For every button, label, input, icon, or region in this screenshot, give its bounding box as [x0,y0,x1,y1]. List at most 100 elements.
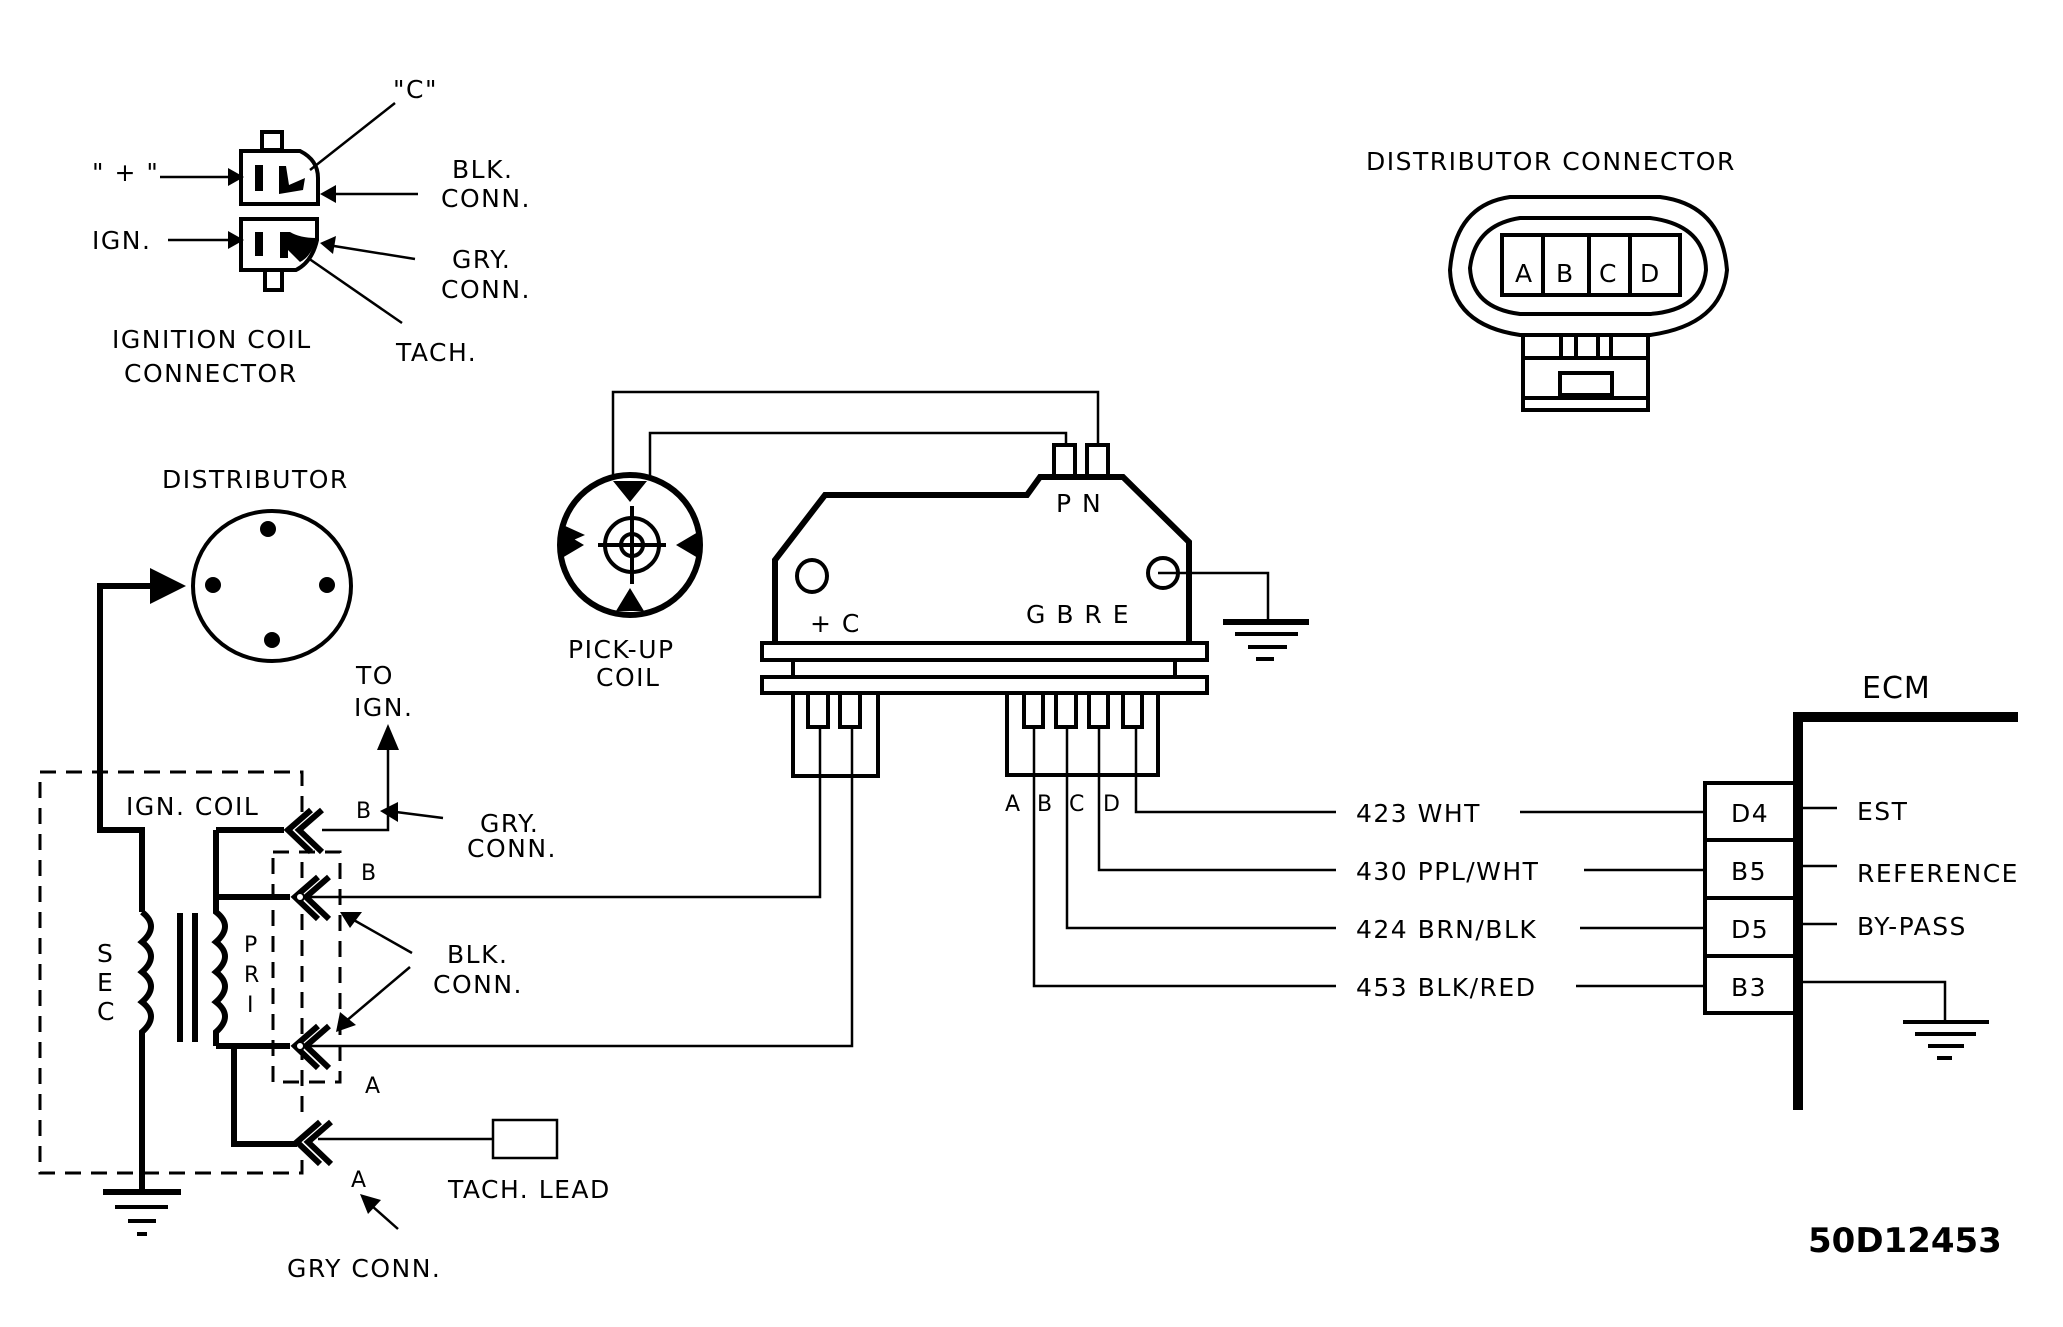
ignition-module: P N + C G B R E A B C D [760,443,1309,817]
arrow-head [150,568,186,604]
pri-letter-p: P [244,933,257,958]
gry-conn-upper-2: CONN. [467,834,557,863]
tach-lead-terminal [491,1118,559,1160]
distributor-connector: DISTRIBUTOR CONNECTOR A B C D [1366,147,1736,412]
arrow-head [320,236,336,254]
terminal-b-lower-label: B [361,861,376,886]
pin-d: D [1640,259,1661,288]
pin-b: B [1556,259,1575,288]
gry-conn-upper-1: GRY. [480,809,539,838]
module-flange [760,675,1209,695]
pin-cavity-frame [1500,233,1682,297]
ecm-pin-label: B5 [1731,857,1767,886]
pickup-coil: PICK-UP COIL [557,390,1100,692]
blk-connector-outline [271,850,342,1084]
ecm-function-reference: REFERENCE [1857,859,2019,888]
gry-conn-lower: GRY CONN. [287,1254,441,1283]
circuit-row: 423 WHT 430 PPL/WHT 424 BRN/BLK 453 BLK/… [1356,799,1539,1002]
module-pin-b: B [1037,792,1052,817]
label-gry-conn-2: CONN. [441,275,531,304]
terminal-chevron [290,874,332,922]
module-pin-d: D [1103,792,1120,817]
ground-symbol [1903,1020,1989,1060]
terminal-dot [260,521,276,537]
module-connector-right [1005,691,1160,777]
connector-inner-shell [1467,216,1709,316]
module-plus-c-label: + C [810,609,861,638]
sec-letter-e: E [97,968,114,997]
arrow-head [340,912,362,928]
terminal-ign [255,232,263,256]
mounting-hole [795,558,829,594]
wire-label: 430 PPL/WHT [1356,857,1539,886]
secondary-winding [137,909,154,1190]
blk-conn-2: CONN. [433,970,523,999]
figure-id: 50D12453 [1808,1221,2002,1261]
arrow-head [320,185,336,203]
ecm-pin-b3 [1703,954,1800,1015]
terminal-chevron [283,807,325,855]
ignition-coil-connector: "C" " + " IGN. BLK. CONN. GRY. CONN. TAC… [92,75,531,388]
terminal-chevron [292,1119,334,1167]
label-gry-conn-1: GRY. [452,245,511,274]
pin-c: C [1599,259,1618,288]
pin-p [1052,443,1077,479]
label-ign: IGN. [354,693,413,722]
ecm-pin-label: B3 [1731,973,1767,1002]
pin-a: A [1515,259,1534,288]
ecm-title: ECM [1862,671,1931,706]
arrow-head [377,724,399,750]
pole-tooth [616,588,644,611]
wire-label: 453 BLK/RED [1356,973,1536,1002]
terminal-dot [319,577,335,593]
arrow-head [336,1012,356,1032]
pickup-coil-label-1: PICK-UP [568,635,675,664]
blk-conn-1: BLK. [447,940,508,969]
terminal-tach [280,232,316,262]
distributor-cap [191,509,353,663]
pin-cavities: A B C D [1515,237,1661,293]
ecm-function-est: EST [1857,797,1908,826]
ground-symbol [103,1189,181,1236]
sec-letter-s: S [97,939,114,968]
pin-n [1085,443,1110,479]
sec-letter-c: C [97,997,116,1026]
terminal-c [279,166,305,194]
ign-coil-title: IGN. COIL [126,792,259,821]
pole-tooth [562,532,584,558]
coil-housing-outline [38,770,304,1175]
pri-letter-r: R [244,963,259,988]
pole-tooth [613,481,647,502]
ground-symbol [1223,619,1309,661]
arrow-head [228,168,244,186]
pole-tooth [676,532,698,558]
module-body [772,474,1192,643]
terminal-b-upper-label: B [356,799,371,824]
terminal-a-upper-label: A [365,1074,380,1099]
module-flange [760,641,1209,662]
ecm-pin-label: D4 [1731,799,1769,828]
connector-latch [1521,335,1650,412]
distributor-connector-title: DISTRIBUTOR CONNECTOR [1366,147,1736,176]
terminal-dot [264,632,280,648]
label-ign: IGN. [92,226,151,255]
distributor-title: DISTRIBUTOR [162,465,349,494]
module-pin-a: A [1005,792,1020,817]
wire-label: 424 BRN/BLK [1356,915,1537,944]
ignition-coil-connector-title-1: IGNITION COIL [112,325,312,354]
module-gbre-label: G B R E [1026,600,1130,629]
ecm-function-bypass: BY-PASS [1857,912,1967,941]
pri-letter-i: I [247,993,254,1018]
wire-module-plus-to-coil-a [310,727,854,1048]
arrow-head [360,1194,381,1214]
ignition-coil: IGN. COIL S E C P R I [38,583,611,1283]
ignition-coil-connector-title-2: CONNECTOR [124,359,298,388]
wire-module-c-to-coil-b [310,727,822,899]
label-plus-terminal: " + " [92,158,159,187]
module-pin-c: C [1069,792,1084,817]
label-blk-conn-2: CONN. [441,184,531,213]
arrow-head [228,231,244,249]
tach-lead-label: TACH. LEAD [447,1175,611,1204]
terminal-chevron [290,1023,332,1071]
ecm-circuits: 423 WHT 430 PPL/WHT 424 BRN/BLK 453 BLK/… [1032,727,1705,1002]
